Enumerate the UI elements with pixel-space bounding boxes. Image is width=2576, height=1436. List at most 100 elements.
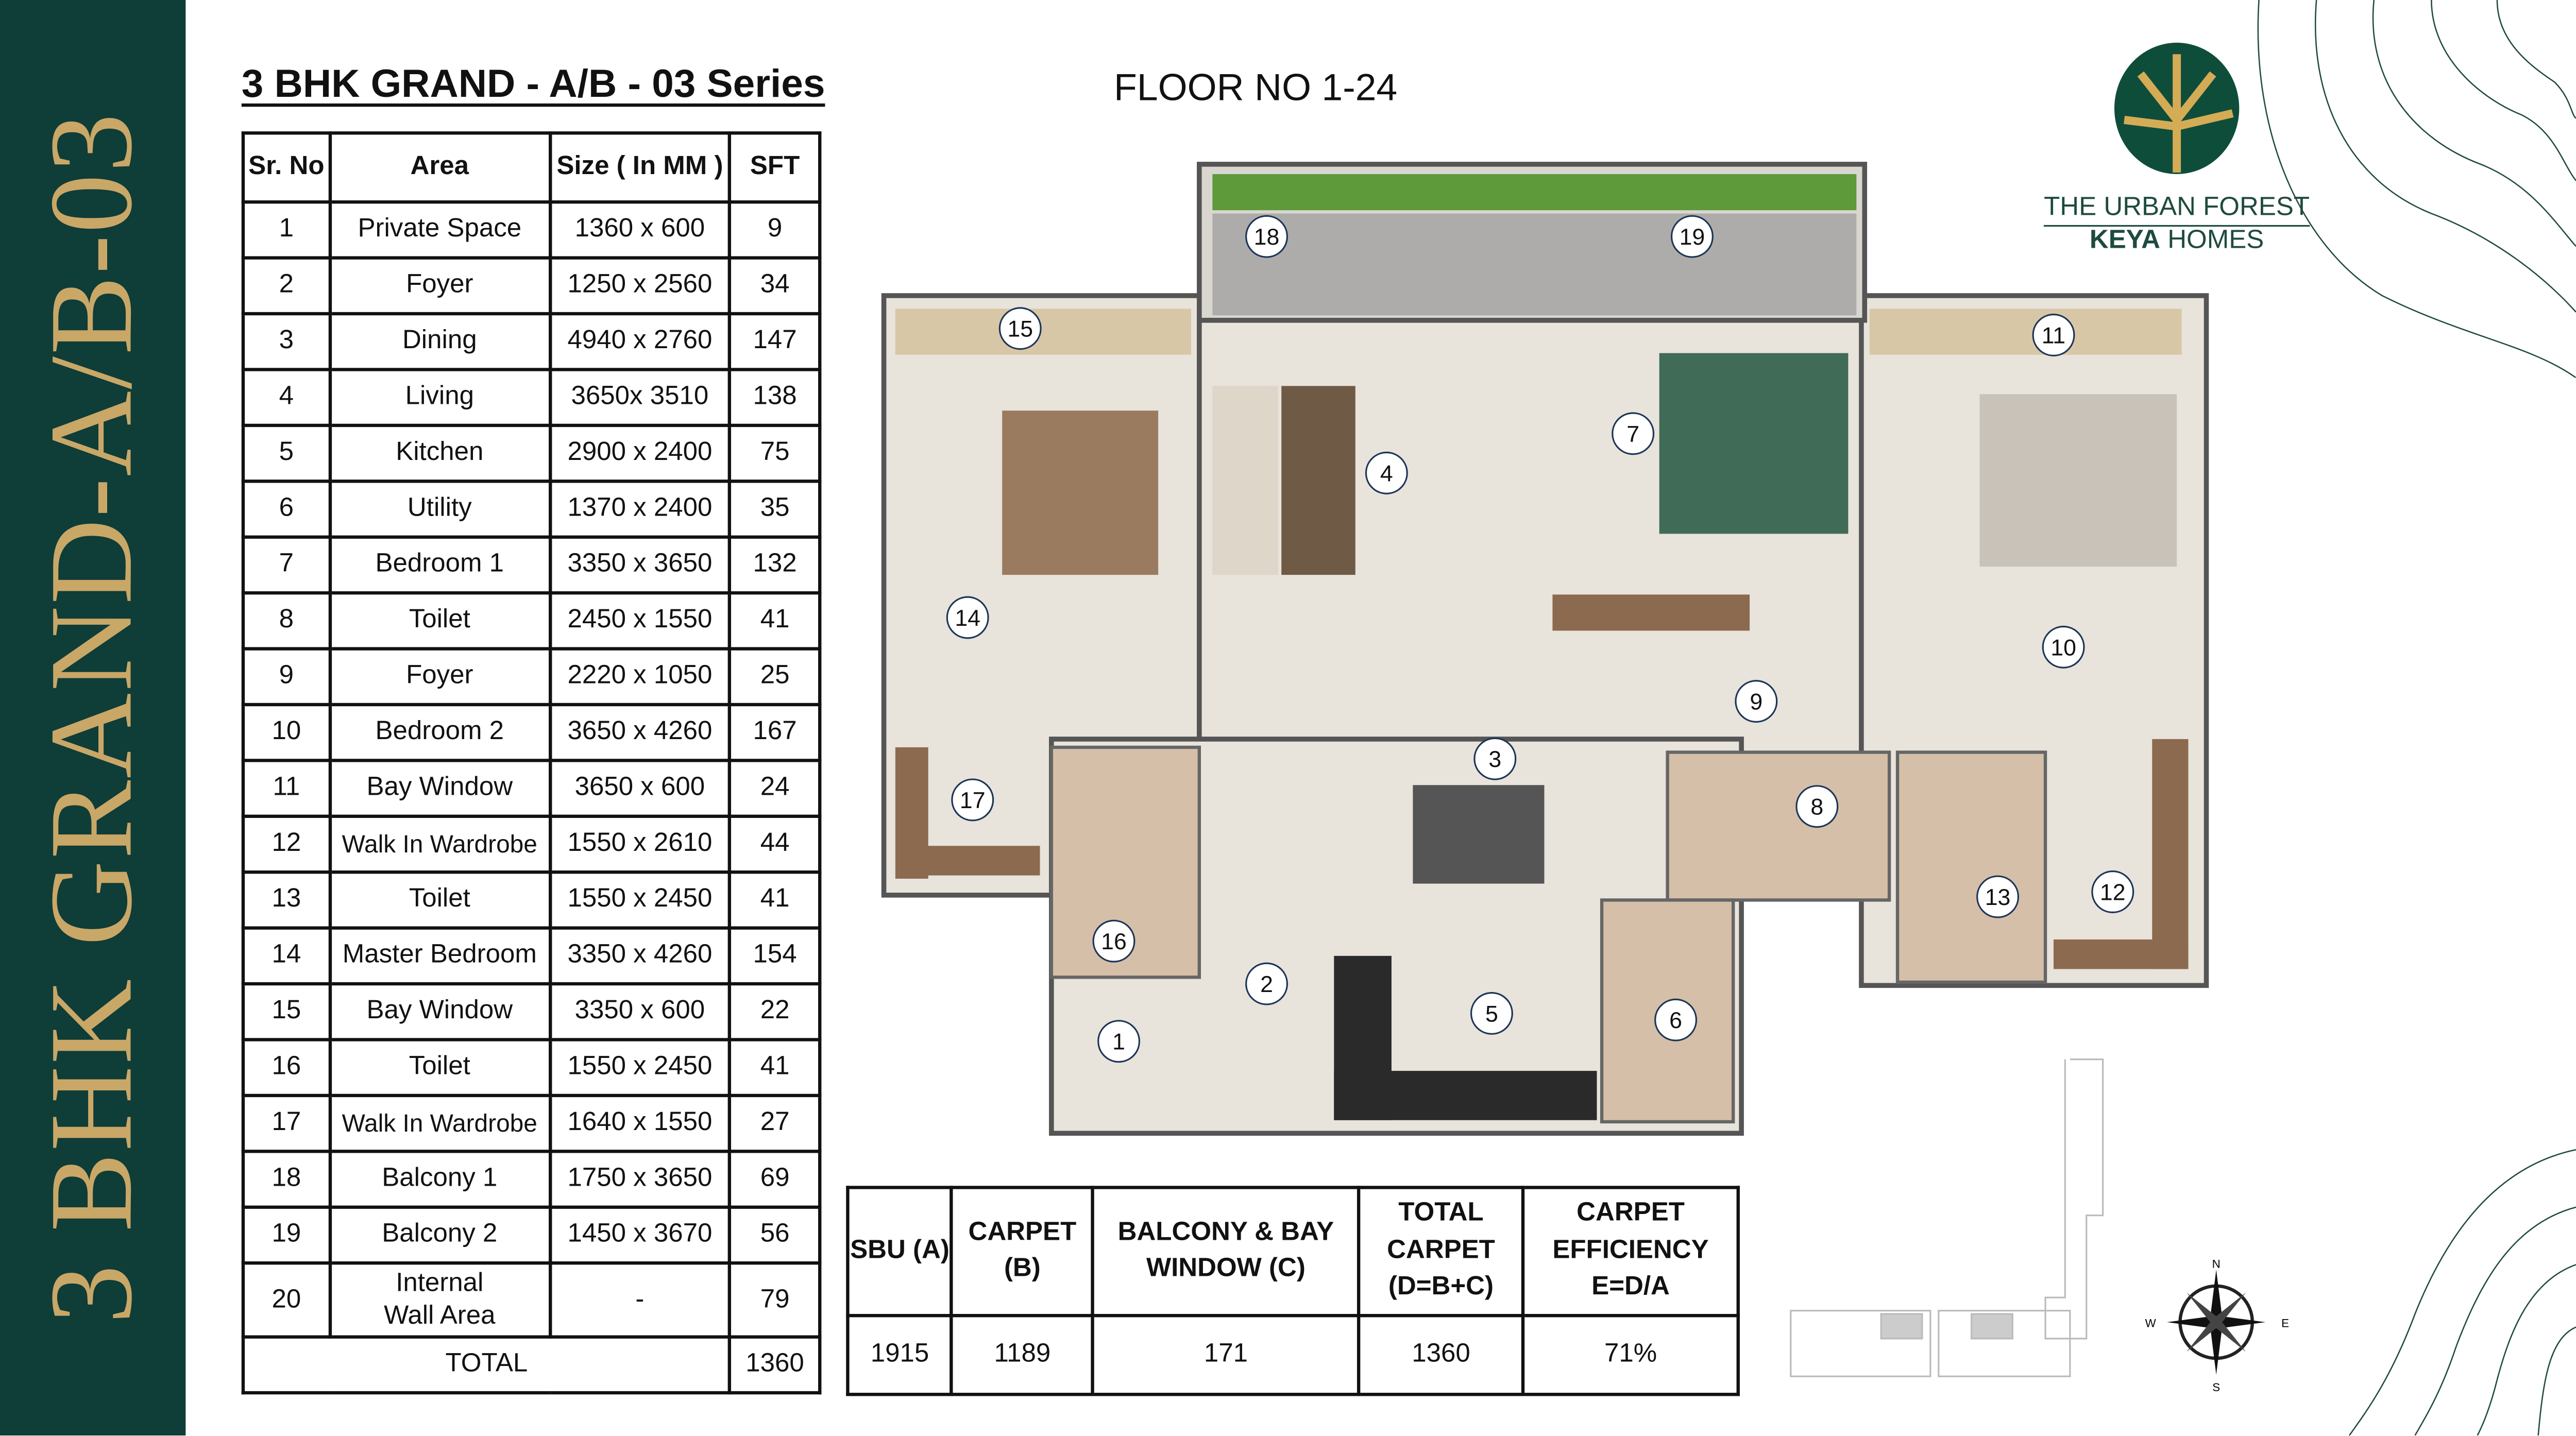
- table-cell: Balcony 1: [328, 1150, 552, 1209]
- brand-sub-bold: KEYA: [2089, 227, 2160, 255]
- table-cell: 41: [728, 591, 822, 651]
- brand-sub: KEYA HOMES: [2037, 227, 2316, 256]
- table-cell: Walk In Wardrobe: [328, 1093, 552, 1153]
- room-number-tag: 12: [2091, 870, 2134, 913]
- table-cell: 24: [728, 759, 822, 818]
- table-cell: 12: [241, 814, 331, 874]
- table-cell: Walk In Wardrobe: [328, 814, 552, 874]
- brand-name: THE URBAN FOREST: [2044, 194, 2310, 227]
- summary-value: 1360: [1357, 1314, 1525, 1396]
- summary-header: TOTAL CARPET (D=B+C): [1357, 1186, 1525, 1318]
- room-number-tag: 9: [1735, 680, 1778, 723]
- table-cell: 2: [241, 256, 331, 316]
- page-title: 3 BHK GRAND - A/B - 03 Series: [241, 62, 825, 107]
- room-number-tag: 3: [1473, 737, 1517, 780]
- table-cell: 147: [728, 312, 822, 371]
- table-cell: 3350 x 600: [548, 982, 732, 1041]
- summary-value: 1189: [950, 1314, 1095, 1396]
- bay-windows: [895, 309, 2182, 355]
- wardrobes: [895, 594, 2189, 969]
- table-cell: 3650 x 600: [548, 759, 732, 818]
- total-label: TOTAL: [241, 1335, 732, 1395]
- table-cell: 79: [728, 1261, 822, 1339]
- table-cell: 1640 x 1550: [548, 1093, 732, 1153]
- compass-s: S: [2212, 1381, 2220, 1394]
- room-number-tag: 2: [1245, 962, 1289, 1005]
- decorative-contour-lines-bottom: [2348, 1149, 2576, 1435]
- room-number-tag: 4: [1365, 451, 1408, 494]
- room-number-tag: 6: [1654, 998, 1698, 1041]
- table-cell: 5: [241, 423, 331, 483]
- room-number-tag: 11: [2032, 314, 2075, 356]
- table-cell: 41: [728, 870, 822, 930]
- table-cell: Toilet: [328, 870, 552, 930]
- table-cell: 17: [241, 1093, 331, 1153]
- table-cell: 69: [728, 1150, 822, 1209]
- area-table-header: Area: [328, 131, 552, 204]
- kitchen-counter: [1334, 955, 1597, 1120]
- floor-number: FLOOR NO 1-24: [1113, 65, 1398, 109]
- room-number-tag: 14: [946, 596, 989, 639]
- table-cell: 35: [728, 480, 822, 539]
- table-cell: 1: [241, 200, 331, 260]
- table-cell: 2900 x 2400: [548, 423, 732, 483]
- brand-sub-rest: HOMES: [2167, 227, 2264, 255]
- table-cell: 25: [728, 647, 822, 707]
- table-cell: 3350 x 3650: [548, 535, 732, 595]
- beds: [1002, 353, 2177, 575]
- table-cell: 6: [241, 480, 331, 539]
- compass-n: N: [2212, 1258, 2221, 1271]
- compass-w: W: [2145, 1317, 2156, 1330]
- table-cell: 1360 x 600: [548, 200, 732, 260]
- table-cell: 1550 x 2450: [548, 870, 732, 930]
- table-cell: 4: [241, 368, 331, 428]
- room-number-tag: 5: [1470, 992, 1513, 1035]
- table-cell: 11: [241, 759, 331, 818]
- table-cell: Toilet: [328, 591, 552, 651]
- compass-icon: N S E W: [2145, 1258, 2289, 1394]
- summary-value: 71%: [1521, 1314, 1740, 1396]
- room-number-tag: 19: [1670, 215, 1714, 258]
- room-number-tag: 7: [1612, 412, 1655, 455]
- table-cell: Bedroom 1: [328, 535, 552, 595]
- table-cell: 1750 x 3650: [548, 1150, 732, 1209]
- table-cell: 9: [241, 647, 331, 707]
- room-number-tag: 13: [1976, 875, 2020, 918]
- table-cell: 44: [728, 814, 822, 874]
- table-cell: 4940 x 2760: [548, 312, 732, 371]
- table-cell: 3350 x 4260: [548, 926, 732, 986]
- vertical-title: 3 BHK GRAND-A/B-03: [25, 111, 157, 1324]
- table-cell: Toilet: [328, 1038, 552, 1098]
- table-cell: Private Space: [328, 200, 552, 260]
- living-sofa: [1212, 386, 1545, 884]
- summary-value: 171: [1091, 1314, 1361, 1396]
- room-number-tag: 15: [998, 307, 1042, 350]
- table-cell: 18: [241, 1150, 331, 1209]
- table-cell: 16: [241, 1038, 331, 1098]
- table-cell: 167: [728, 703, 822, 762]
- room-number-tag: 18: [1245, 215, 1289, 258]
- summary-header: CARPET EFFICIENCY E=D/A: [1521, 1186, 1740, 1318]
- key-plan: [1790, 1058, 2104, 1377]
- table-cell: 34: [728, 256, 822, 316]
- table-cell: 2220 x 1050: [548, 647, 732, 707]
- tree-logo-icon: [2114, 42, 2240, 175]
- brand-logo: THE URBAN FOREST KEYA HOMES: [2037, 41, 2316, 257]
- table-cell: 56: [728, 1205, 822, 1265]
- table-cell: 154: [728, 926, 822, 986]
- compass-e: E: [2281, 1317, 2289, 1330]
